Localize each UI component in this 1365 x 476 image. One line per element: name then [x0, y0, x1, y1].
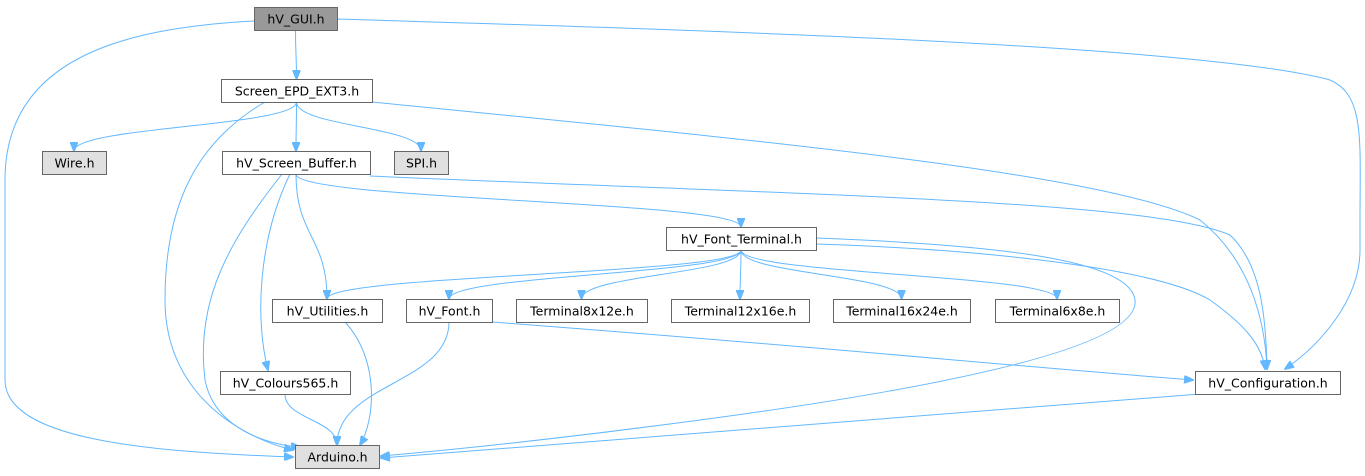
- node-utilities[interactable]: hV_Utilities.h: [272, 299, 383, 323]
- node-t16x24e[interactable]: Terminal16x24e.h: [833, 299, 971, 323]
- edge-screen_buffer-to-utilities: [295, 173, 327, 299]
- edge-font_terminal-to-font: [449, 249, 742, 299]
- node-box: [42, 151, 107, 175]
- edge-hv_gui-to-arduino: [4, 20, 293, 457]
- edge-colours565-to-arduino: [284, 393, 337, 445]
- node-font[interactable]: hV_Font.h: [406, 299, 493, 323]
- edge-screen_buffer-to-font_terminal: [295, 173, 741, 227]
- edge-layer: [4, 18, 1361, 458]
- node-configuration[interactable]: hV_Configuration.h: [1195, 371, 1341, 395]
- node-label: Terminal6x8e.h: [1009, 304, 1106, 319]
- edge-configuration-to-arduino: [381, 393, 1201, 458]
- edge-font_terminal-to-t16x24e: [740, 249, 902, 299]
- node-box: [406, 299, 493, 323]
- node-box: [671, 299, 810, 323]
- node-label: hV_Screen_Buffer.h: [236, 156, 357, 171]
- node-box: [295, 445, 380, 469]
- edge-hv_gui-to-configuration: [336, 18, 1361, 369]
- node-box: [833, 299, 971, 323]
- edge-font_terminal-to-t12x16e: [740, 249, 741, 299]
- node-box: [222, 151, 371, 175]
- node-box: [220, 371, 351, 395]
- node-font-terminal[interactable]: hV_Font_Terminal.h: [666, 227, 817, 251]
- node-box: [394, 151, 449, 175]
- edge-font-to-arduino: [337, 321, 450, 445]
- node-t12x16e[interactable]: Terminal12x16e.h: [671, 299, 810, 323]
- node-box: [221, 79, 373, 103]
- node-box: [666, 227, 817, 251]
- edge-screen_buffer-to-configuration: [369, 175, 1267, 369]
- node-screen-buffer[interactable]: hV_Screen_Buffer.h: [222, 151, 371, 175]
- node-label: hV_Configuration.h: [1208, 376, 1327, 391]
- node-t6x8e[interactable]: Terminal6x8e.h: [995, 299, 1120, 323]
- node-label: hV_GUI.h: [267, 12, 324, 27]
- node-label: hV_Font_Terminal.h: [681, 232, 802, 247]
- node-spi: SPI.h: [394, 151, 449, 175]
- node-box: [272, 299, 383, 323]
- node-label: Terminal16x24e.h: [845, 304, 958, 319]
- node-label: Screen_EPD_EXT3.h: [235, 84, 359, 99]
- edge-screen_buffer-to-arduino: [202, 173, 300, 447]
- edge-screen_buffer-to-colours565: [260, 173, 291, 370]
- node-box: [254, 7, 338, 31]
- node-box: [516, 299, 648, 323]
- edge-font_terminal-to-t8x12e: [582, 249, 742, 299]
- edge-font_terminal-to-arduino: [381, 237, 1136, 456]
- node-wire: Wire.h: [42, 151, 107, 175]
- node-label: SPI.h: [406, 156, 437, 171]
- node-hv-gui[interactable]: hV_GUI.h: [254, 7, 338, 31]
- edge-font_terminal-to-configuration: [815, 243, 1265, 369]
- edge-hv_gui-to-screen_epd: [296, 29, 297, 79]
- node-box: [1195, 371, 1341, 395]
- node-label: Wire.h: [54, 156, 94, 171]
- edge-utilities-to-arduino: [344, 321, 372, 445]
- edge-font_terminal-to-utilities: [327, 249, 742, 299]
- edge-screen_epd-to-wire: [74, 101, 297, 151]
- node-label: Arduino.h: [307, 450, 367, 465]
- edge-screen_epd-to-screen_buffer: [296, 101, 297, 151]
- edge-font-to-configuration: [491, 321, 1193, 380]
- node-label: hV_Utilities.h: [287, 304, 369, 319]
- edge-screen_epd-to-configuration: [371, 101, 1267, 369]
- node-arduino: Arduino.h: [295, 445, 380, 469]
- node-label: Terminal12x16e.h: [684, 304, 797, 319]
- node-box: [995, 299, 1120, 323]
- node-label: Terminal8x12e.h: [529, 304, 634, 319]
- node-label: hV_Colours565.h: [233, 376, 339, 391]
- edge-screen_epd-to-spi: [296, 101, 422, 151]
- edge-font_terminal-to-t6x8e: [740, 249, 1057, 299]
- node-screen-epd[interactable]: Screen_EPD_EXT3.h: [221, 79, 373, 103]
- node-t8x12e[interactable]: Terminal8x12e.h: [516, 299, 648, 323]
- node-label: hV_Font.h: [419, 304, 481, 319]
- node-colours565[interactable]: hV_Colours565.h: [220, 371, 351, 395]
